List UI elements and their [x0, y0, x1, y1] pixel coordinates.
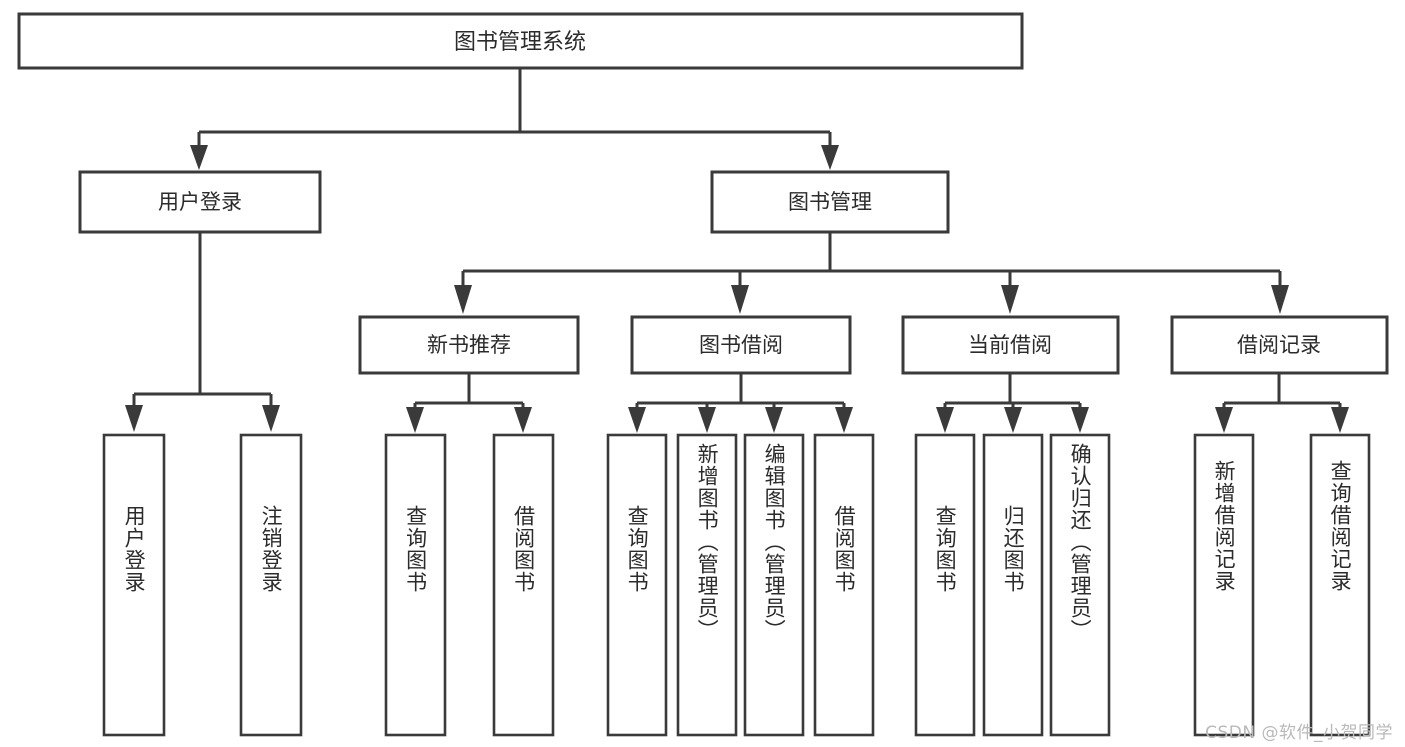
leaf-box-nbr-borrow-book[interactable] — [492, 433, 555, 737]
node-new-book-recommend[interactable]: 新书推荐 — [358, 315, 580, 375]
arrow-br-leaf-1 — [1215, 407, 1233, 433]
arrow-nbr-leaf-2 — [514, 407, 532, 433]
node-book-borrow-box[interactable] — [630, 315, 852, 375]
leaf-box-bb-query-book[interactable] — [606, 433, 668, 737]
node-book-borrow-label: 图书借阅 — [699, 333, 783, 357]
leaf-box-cb-query-book[interactable] — [914, 433, 976, 737]
leaf-box-cb-return-book[interactable] — [982, 433, 1044, 737]
node-borrow-record-box[interactable] — [1170, 315, 1389, 375]
arrow-to-book-borrow — [731, 285, 749, 314]
node-borrow-record[interactable]: 借阅记录 — [1170, 315, 1389, 375]
arrow-cb-leaf-1 — [936, 407, 954, 433]
node-borrow-record-label: 借阅记录 — [1237, 333, 1321, 357]
arrow-to-new-book — [454, 285, 472, 314]
arrow-bb-leaf-4 — [835, 407, 853, 433]
node-user-login[interactable]: 用户登录 — [78, 170, 322, 234]
arrow-to-borrow-record — [1271, 285, 1289, 314]
node-current-borrow-label: 当前借阅 — [968, 333, 1052, 357]
arrow-to-user-login — [190, 145, 208, 170]
node-new-book-recommend-box[interactable] — [358, 315, 580, 375]
node-current-borrow[interactable]: 当前借阅 — [901, 315, 1120, 375]
node-book-manage-label: 图书管理 — [788, 190, 872, 214]
leaf-box-bb-borrow-book[interactable] — [813, 433, 875, 737]
arrow-to-leaf-user-login — [125, 405, 143, 432]
arrow-to-current-borrow — [1001, 285, 1019, 314]
arrow-br-leaf-2 — [1331, 407, 1349, 433]
node-current-borrow-box[interactable] — [901, 315, 1120, 375]
leaf-box-br-query-record[interactable] — [1309, 433, 1371, 737]
arrow-to-leaf-logout — [262, 405, 280, 432]
node-book-manage[interactable]: 图书管理 — [710, 170, 950, 234]
arrow-cb-leaf-3 — [1071, 407, 1089, 433]
leaf-box-user-login[interactable] — [102, 433, 166, 737]
leaf-box-logout[interactable] — [239, 433, 303, 737]
leaf-box-bb-edit-book[interactable] — [743, 433, 805, 737]
node-root-box[interactable] — [17, 12, 1024, 70]
node-book-manage-box[interactable] — [710, 170, 950, 234]
node-new-book-recommend-label: 新书推荐 — [427, 333, 511, 357]
node-root[interactable]: 图书管理系统 — [17, 12, 1024, 70]
leaf-box-cb-confirm-return[interactable] — [1049, 433, 1111, 737]
leaf-box-nbr-query-book[interactable] — [384, 433, 447, 737]
node-book-borrow[interactable]: 图书借阅 — [630, 315, 852, 375]
arrow-to-book-manage — [821, 145, 839, 170]
arrow-cb-leaf-2 — [1004, 407, 1022, 433]
leaf-box-br-add-record[interactable] — [1193, 433, 1255, 737]
arrow-bb-leaf-2 — [698, 407, 716, 433]
node-user-login-label: 用户登录 — [158, 190, 242, 214]
node-root-label: 图书管理系统 — [454, 30, 586, 55]
arrow-bb-leaf-3 — [765, 407, 783, 433]
arrow-nbr-leaf-1 — [406, 407, 424, 433]
csdn-watermark: CSDN @软件_小贺同学 — [1205, 723, 1393, 743]
leaf-box-bb-add-book[interactable] — [676, 433, 738, 737]
arrow-bb-leaf-1 — [628, 407, 646, 433]
